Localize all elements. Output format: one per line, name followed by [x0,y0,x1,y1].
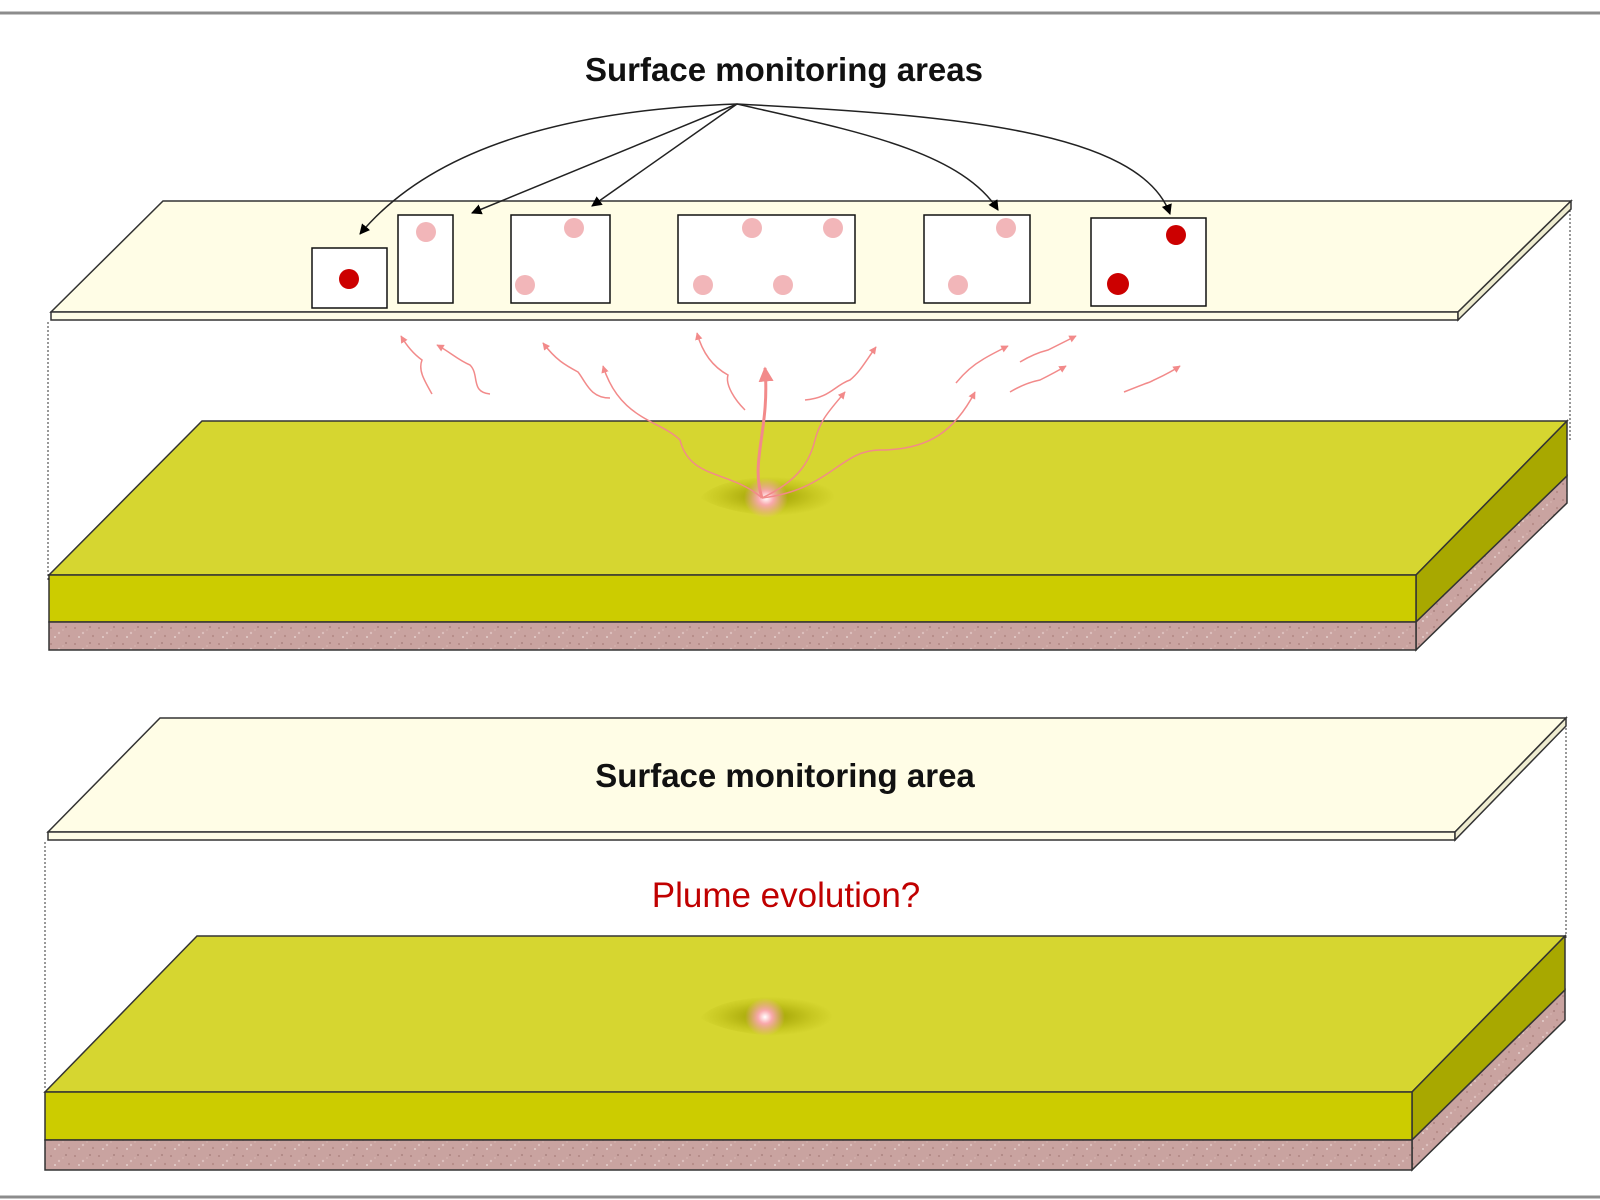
leak-source-icon [745,998,785,1036]
strong-detection-marker [1166,225,1186,245]
monitoring-box [1090,217,1207,307]
callout-arrow [736,103,1172,215]
gas-migration-arrow-icon [400,335,433,395]
gas-migration-arrow-icon [756,366,774,499]
gas-migration-arrow-icon [761,391,976,499]
bottom-panel-title: Surface monitoring area [595,757,975,794]
rock-layer-front [48,621,1417,651]
weak-detection-marker [564,218,584,238]
top-panel-title: Surface monitoring areas [585,51,983,88]
top-panel: Surface monitoring areas [47,51,1573,652]
gas-migration-arrow-icon [601,365,763,499]
weak-detection-marker [773,275,793,295]
gas-migration-arrow-icon [761,391,846,499]
rock-layer-front [44,1139,1413,1171]
weak-detection-marker [823,218,843,238]
callout-arrows [359,103,1172,235]
ground-layer-front [44,1091,1413,1141]
gas-migration-arrow-icon [695,332,746,411]
callout-arrow [736,103,999,211]
strong-detection-marker [339,269,359,289]
weak-detection-marker [515,275,535,295]
weak-detection-marker [948,275,968,295]
callout-arrow [359,103,738,235]
plume-question-label: Plume evolution? [652,876,921,915]
callout-arrow [591,103,738,207]
surface-slab-front [47,831,1456,841]
weak-detection-marker [742,218,762,238]
gas-migration-arrow-icon [542,342,611,399]
monitoring-boxes [311,214,1207,309]
gas-migration-arrow-icon [1009,365,1067,393]
ground-layer-front [48,574,1417,623]
surface-slab-front [50,311,1459,321]
callout-arrow [471,103,738,215]
monitoring-box [397,214,454,304]
gas-migration-arrow-icon [1123,365,1181,393]
gas-migration-paths [400,332,1181,499]
gas-migration-arrow-icon [436,344,491,395]
gas-migration-arrow-icon [804,346,877,401]
gas-migration-arrow-icon [1019,335,1077,363]
surface-slab-side [1454,716,1567,842]
weak-detection-marker [996,218,1016,238]
gas-migration-arrow-icon [955,345,1009,384]
surface-slab-side [1457,199,1572,322]
strong-detection-marker [1107,273,1129,295]
weak-detection-marker [693,275,713,295]
weak-detection-marker [416,222,436,242]
bottom-panel: Surface monitoring area Plume evolution? [43,716,1568,1172]
